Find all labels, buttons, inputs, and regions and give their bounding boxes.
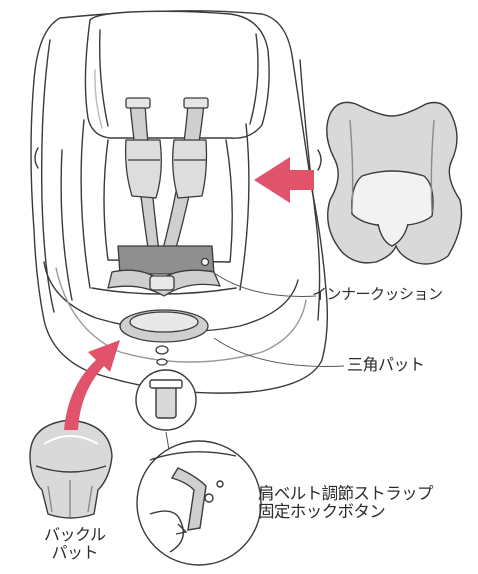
right-shoulder-pad [173, 140, 207, 198]
triangle-pad-label: 三角パット [347, 356, 425, 374]
left-shoulder-pad [126, 140, 162, 198]
buckle-pad-shape [30, 420, 112, 518]
strap-button-label-line2: 固定ホックボタン [258, 503, 433, 521]
inner-cushion-shape [327, 102, 462, 264]
inner-cushion-label: インナークッション [312, 286, 443, 303]
buckle-pad-label: バックル パット [44, 526, 106, 562]
detail-large-circle [137, 441, 261, 565]
detail-small-circle [136, 370, 196, 430]
headrest [85, 11, 269, 138]
strap-button-label-line1: 肩ベルト調節ストラップ [258, 485, 433, 503]
strap-button-label: 肩ベルト調節ストラップ 固定ホックボタン [258, 485, 433, 522]
buckle-pad-label-line1: バックル [44, 526, 106, 544]
buckle-pad-label-line2: パット [44, 544, 106, 562]
